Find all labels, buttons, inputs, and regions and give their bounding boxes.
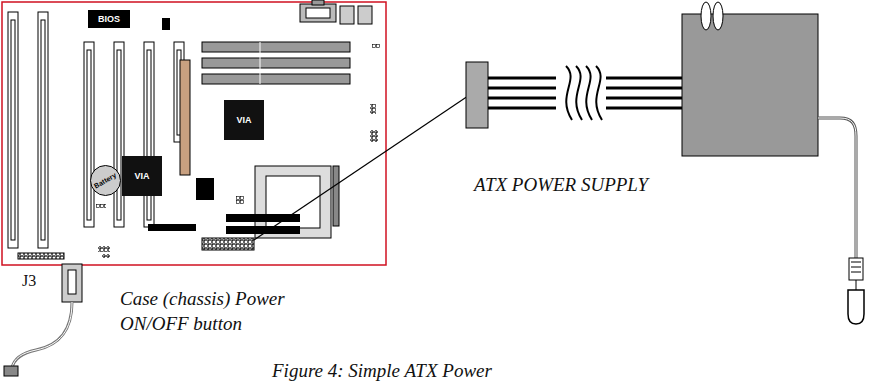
dimm-slots xyxy=(202,42,350,84)
power-button-lead xyxy=(4,264,82,376)
connection-line xyxy=(254,96,468,240)
board-outline xyxy=(2,2,386,265)
chip-label: Battery xyxy=(93,171,117,189)
chip-package: VIA xyxy=(224,100,264,140)
component-label: Case (chassis) Power ON/OFF button xyxy=(120,286,320,336)
isa-slots xyxy=(8,12,48,248)
chip-package: VIA xyxy=(122,156,162,196)
chip-label: BIOS xyxy=(98,14,120,24)
io-connectors xyxy=(300,0,380,48)
component-label: ATX POWER SUPPLY xyxy=(474,172,664,197)
battery-symbol: Battery xyxy=(90,165,121,196)
agp-slot xyxy=(180,60,190,175)
connector-label: J3 xyxy=(22,268,62,293)
front-panel-header xyxy=(18,253,64,259)
pci-slots xyxy=(84,42,184,227)
power-harness xyxy=(466,62,682,128)
jumpers xyxy=(96,18,378,258)
chip-label: VIA xyxy=(236,115,251,125)
chip-label: VIA xyxy=(134,171,149,181)
atx-power-connector xyxy=(202,238,254,250)
figure-caption: Figure 4: Simple ATX Power xyxy=(272,358,492,383)
chip-package: BIOS xyxy=(88,10,130,28)
chip xyxy=(196,178,214,200)
power-supply-unit xyxy=(682,2,864,324)
